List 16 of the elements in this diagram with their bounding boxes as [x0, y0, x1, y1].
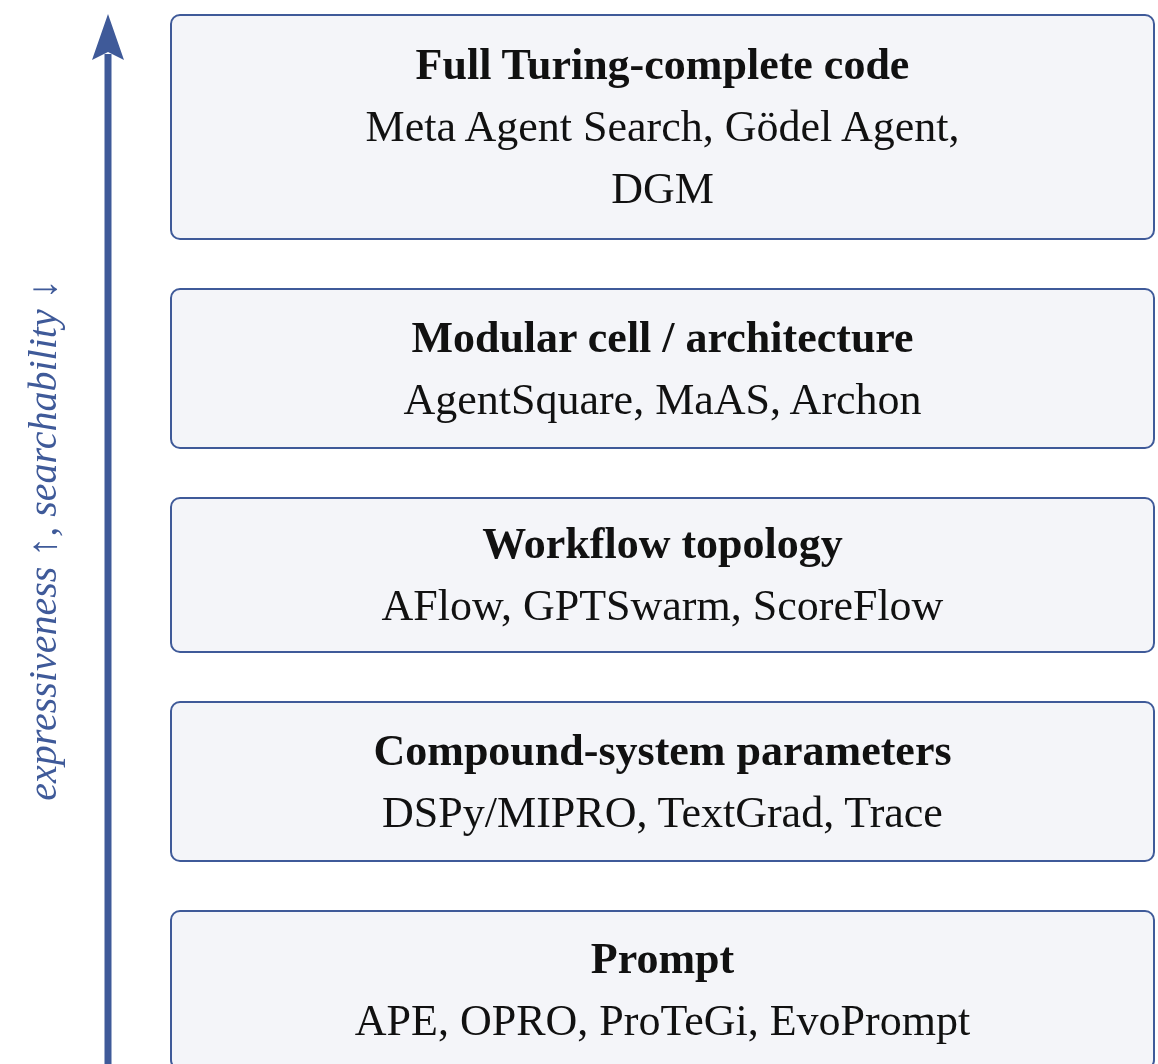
- method-list: AgentSquare, MaAS, Archon: [243, 368, 1082, 431]
- level-heading: Compound-system parameters: [373, 724, 952, 777]
- level-heading: Workflow topology: [482, 518, 843, 570]
- method-list: APE, OPRO, ProTeGi, EvoPrompt: [194, 990, 1131, 1052]
- level-heading: Full Turing-complete code: [415, 39, 910, 91]
- level-box: [170, 497, 1155, 653]
- method-list: AFlow, GPTSwarm, ScoreFlow: [221, 575, 1104, 637]
- level-box: [170, 910, 1155, 1064]
- level-heading: Modular cell / architecture: [411, 311, 914, 364]
- axis-label: expressiveness ↑, searchability ↓: [18, 279, 66, 801]
- level-box: [170, 701, 1155, 862]
- level-box: [170, 288, 1155, 449]
- level-heading: Prompt: [590, 933, 735, 985]
- method-list: DSPy/MIPRO, TextGrad, Trace: [222, 781, 1103, 844]
- level-box: [170, 14, 1155, 240]
- method-list: Meta Agent Search, Gödel Agent, DGM: [172, 96, 1153, 220]
